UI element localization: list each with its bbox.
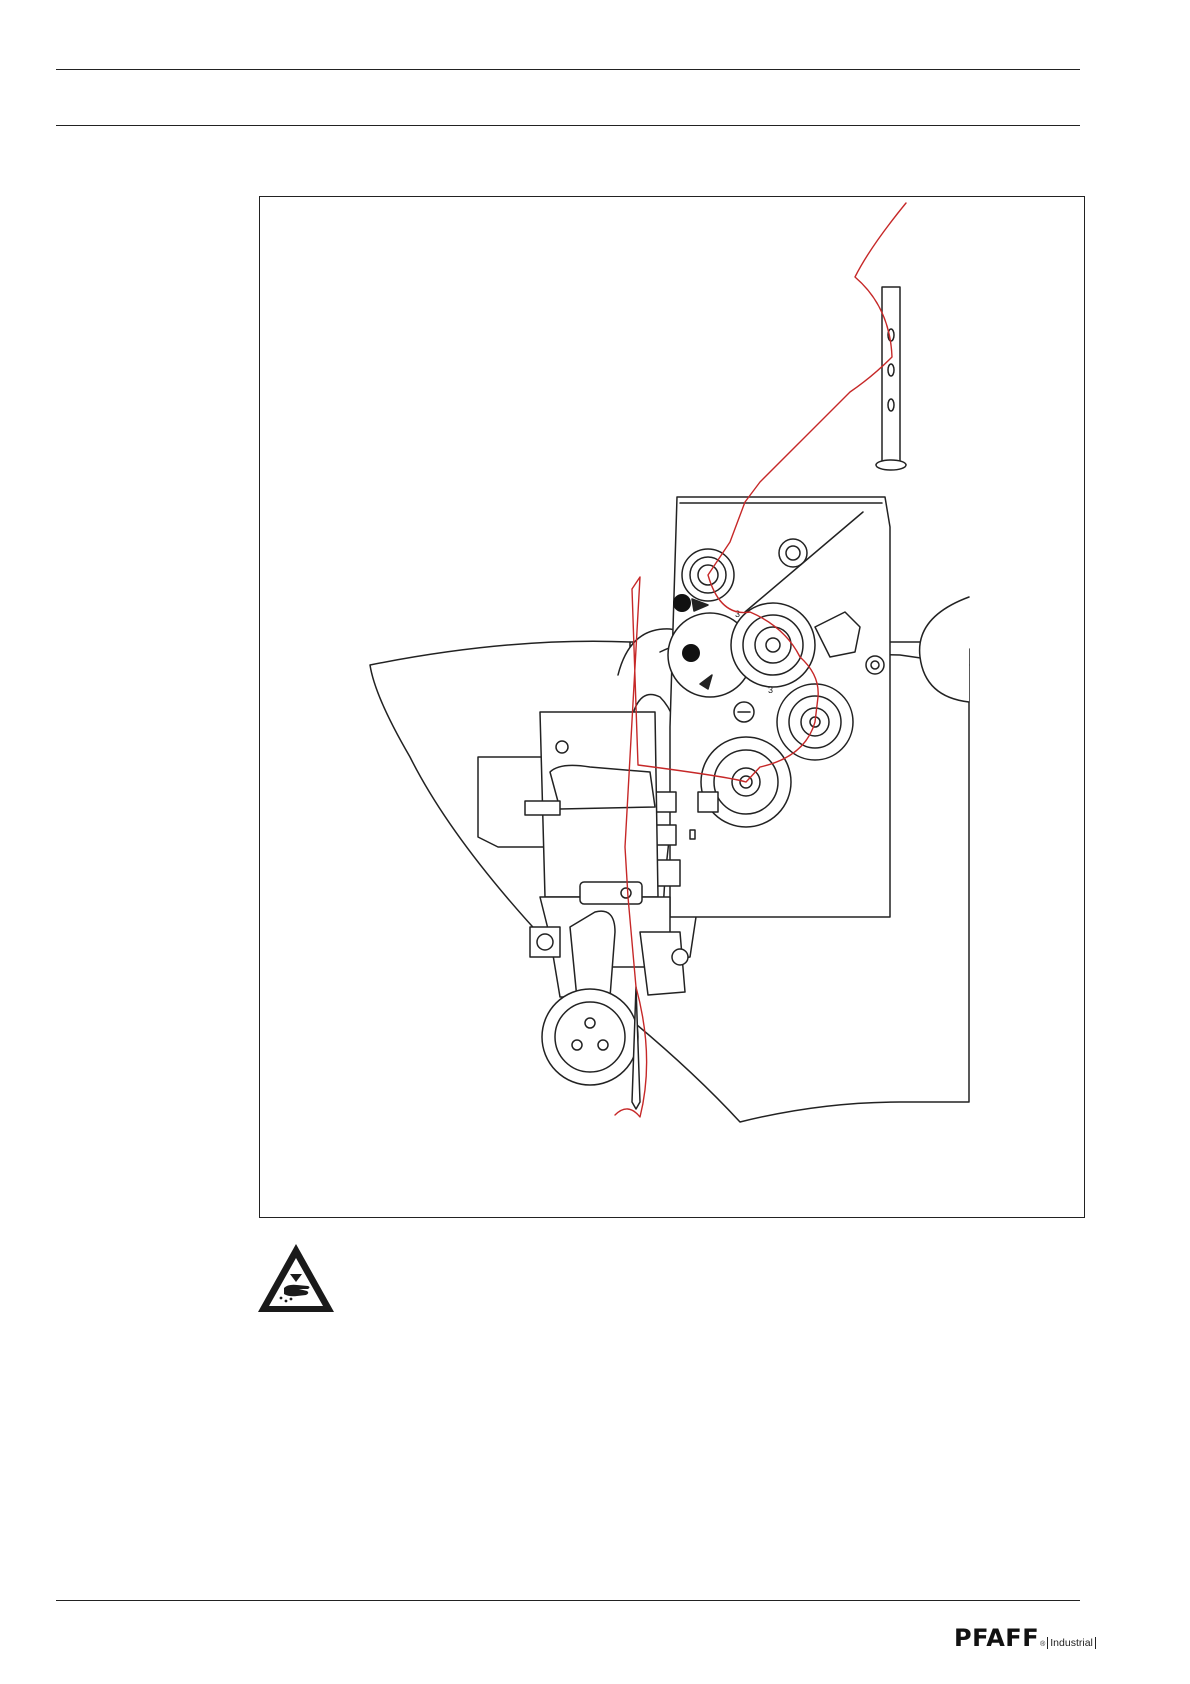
- hand-crush-warning-icon: [255, 1240, 337, 1316]
- header-rule-bottom: [56, 125, 1080, 126]
- knob-number-lower: 3: [768, 685, 773, 695]
- knob-number-upper: 3: [735, 609, 740, 619]
- pfaff-industrial-logo: PFAFF ® Industrial: [954, 1618, 1096, 1650]
- callout-marker-2: [682, 644, 700, 662]
- registered-mark: ®: [1040, 1640, 1045, 1650]
- sewing-head-illustration: 3 3: [260, 197, 1085, 1218]
- callout-marker-1: [673, 594, 691, 612]
- header-rule-top: [56, 69, 1080, 70]
- brand-subtitle: Industrial: [1047, 1637, 1096, 1649]
- threading-figure: 3 3: [259, 196, 1085, 1218]
- brand-name: PFAFF: [954, 1626, 1039, 1650]
- footer-rule: [56, 1600, 1080, 1601]
